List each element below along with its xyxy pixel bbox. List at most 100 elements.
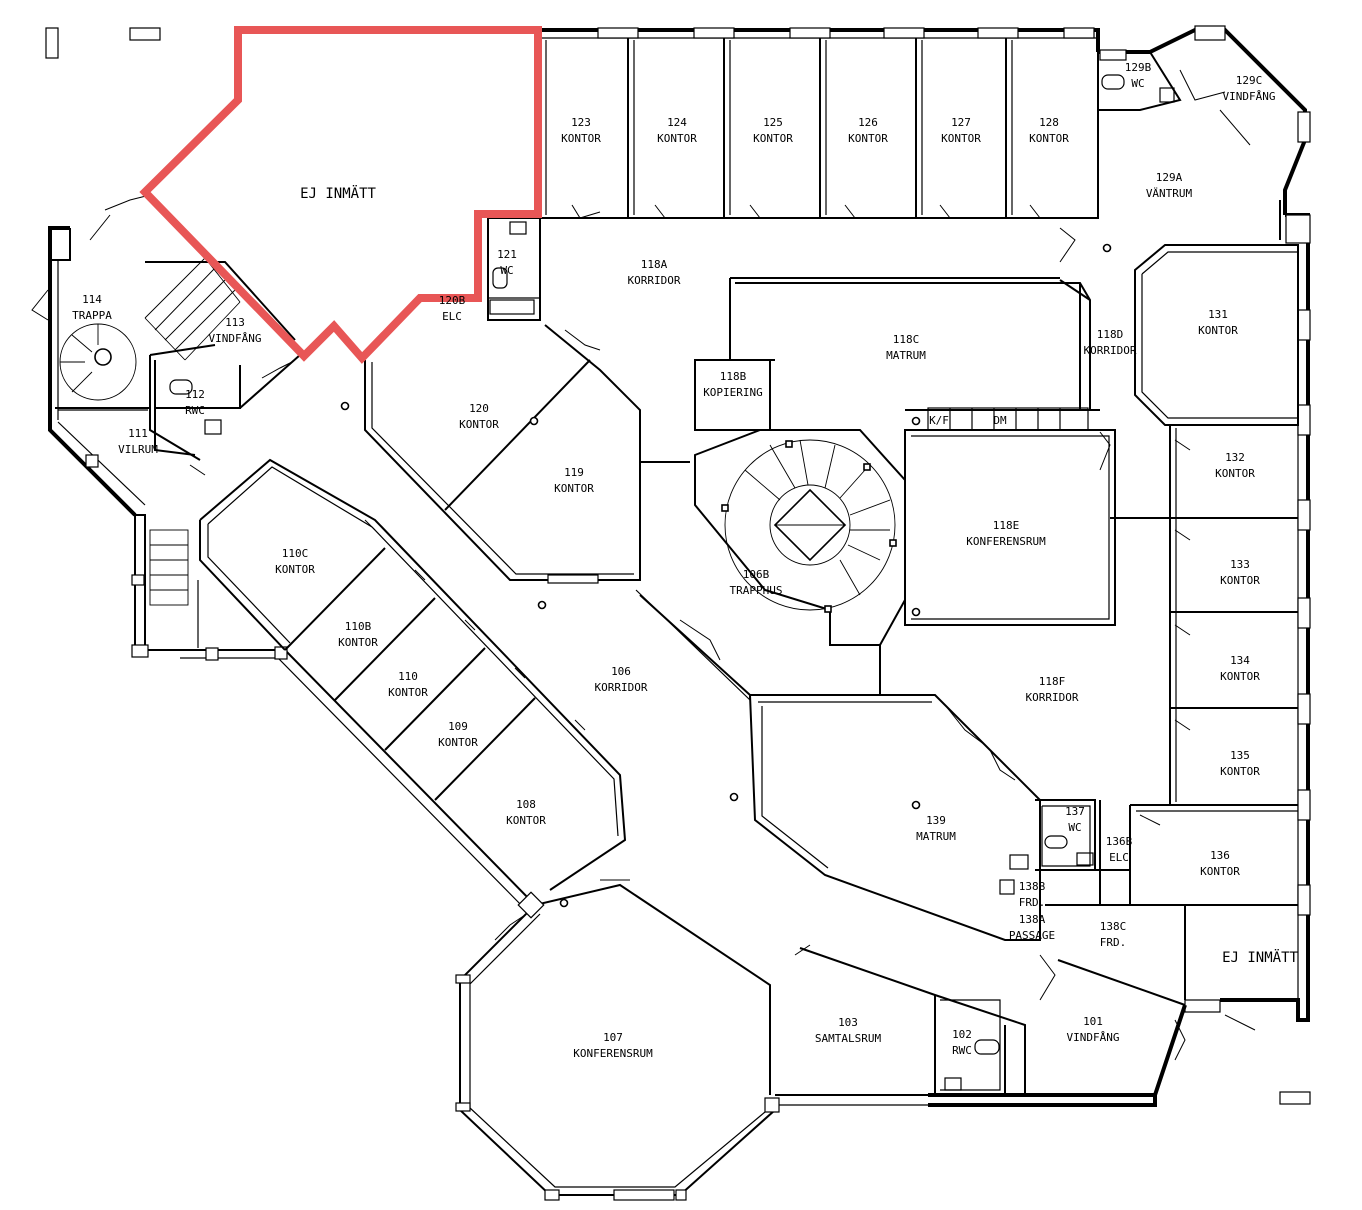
- room-number: 134: [1230, 654, 1250, 667]
- sink-icon: [1009, 854, 1029, 870]
- room-name: ELC: [442, 310, 462, 323]
- room-name: WC: [1068, 821, 1081, 834]
- room-name: EJ INMÄTT: [300, 184, 376, 202]
- room-r118e: 118E KONFERENSRUM: [966, 519, 1046, 548]
- sink-icon: [204, 419, 222, 435]
- marker-bottom-right: [1279, 1091, 1311, 1105]
- room-ej-inmatt-top: EJ INMÄTT: [300, 184, 376, 202]
- room-number: 129A: [1156, 171, 1183, 184]
- room-name: KONTOR: [459, 418, 499, 431]
- marker-top: [129, 27, 161, 41]
- room-name: WC: [1131, 77, 1144, 90]
- room-number: 133: [1230, 558, 1250, 571]
- room-number: 118C: [893, 333, 920, 346]
- room-name: KONTOR: [1220, 670, 1260, 683]
- room-number: 119: [564, 466, 584, 479]
- room-number: 131: [1208, 308, 1228, 321]
- room-name: KONFERENSRUM: [966, 535, 1046, 548]
- room-name: KONTOR: [561, 132, 601, 145]
- room-number: 118F: [1039, 675, 1066, 688]
- toilet-icon: [1044, 835, 1068, 849]
- room-name: KONTOR: [388, 686, 428, 699]
- room-name: KOPIERING: [703, 386, 763, 399]
- toilet-icon: [492, 267, 508, 289]
- room-number: 110: [398, 670, 418, 683]
- room-name: SAMTALSRUM: [815, 1032, 882, 1045]
- room-name: KORRIDOR: [1084, 344, 1137, 357]
- door-swings: [31, 69, 1256, 1061]
- room-name: EJ INMÄTT: [1222, 948, 1298, 966]
- room-name: ELC: [1109, 851, 1129, 864]
- room-number: 110C: [282, 547, 309, 560]
- room-r120b: 120B ELC: [439, 294, 466, 323]
- room-name: RWC: [952, 1044, 972, 1057]
- room-name: KORRIDOR: [595, 681, 648, 694]
- room-number: 138C: [1100, 920, 1127, 933]
- room-number: 106B: [743, 568, 770, 581]
- room-number: 120B: [439, 294, 466, 307]
- room-number: 112: [185, 388, 205, 401]
- room-number: 101: [1083, 1015, 1103, 1028]
- room-r138c: 138C FRD.: [1100, 920, 1127, 949]
- room-number: 118D: [1097, 328, 1124, 341]
- room-name: MATRUM: [886, 349, 926, 362]
- spiral-stair-core: [94, 348, 112, 366]
- room-name: VINDFÅNG: [209, 332, 262, 345]
- room-name: KONTOR: [275, 563, 315, 576]
- room-name: RWC: [185, 404, 205, 417]
- kf-label: K/F: [929, 414, 949, 427]
- highlighted-unmeasured-area: [139, 26, 542, 364]
- room-number: 126: [858, 116, 878, 129]
- room-number: 118E: [993, 519, 1020, 532]
- room-name: KONTOR: [657, 132, 697, 145]
- room-name: TRAPPA: [72, 309, 112, 322]
- room-number: 137: [1065, 805, 1085, 818]
- room-r118d: 118D KORRIDOR: [1084, 328, 1137, 357]
- room-number: 127: [951, 116, 971, 129]
- room-number: 107: [603, 1031, 623, 1044]
- room-number: 108: [516, 798, 536, 811]
- room-number: 123: [571, 116, 591, 129]
- room-number: 114: [82, 293, 102, 306]
- room-number: 102: [952, 1028, 972, 1041]
- room-name: KONTOR: [506, 814, 546, 827]
- room-number: 135: [1230, 749, 1250, 762]
- room-number: 136: [1210, 849, 1230, 862]
- room-name: KONTOR: [753, 132, 793, 145]
- room-name: VINDFÅNG: [1223, 90, 1276, 103]
- room-name: KONTOR: [438, 736, 478, 749]
- room-name: FRD.: [1100, 936, 1127, 949]
- dm-label: DM: [993, 414, 1007, 427]
- toilet-icon: [169, 379, 193, 395]
- room-name: KONTOR: [941, 132, 981, 145]
- room-number: 113: [225, 316, 245, 329]
- room-number: 103: [838, 1016, 858, 1029]
- room-r118c: 118C MATRUM: [886, 333, 926, 362]
- room-name: KONTOR: [848, 132, 888, 145]
- room-name: KONTOR: [1029, 132, 1069, 145]
